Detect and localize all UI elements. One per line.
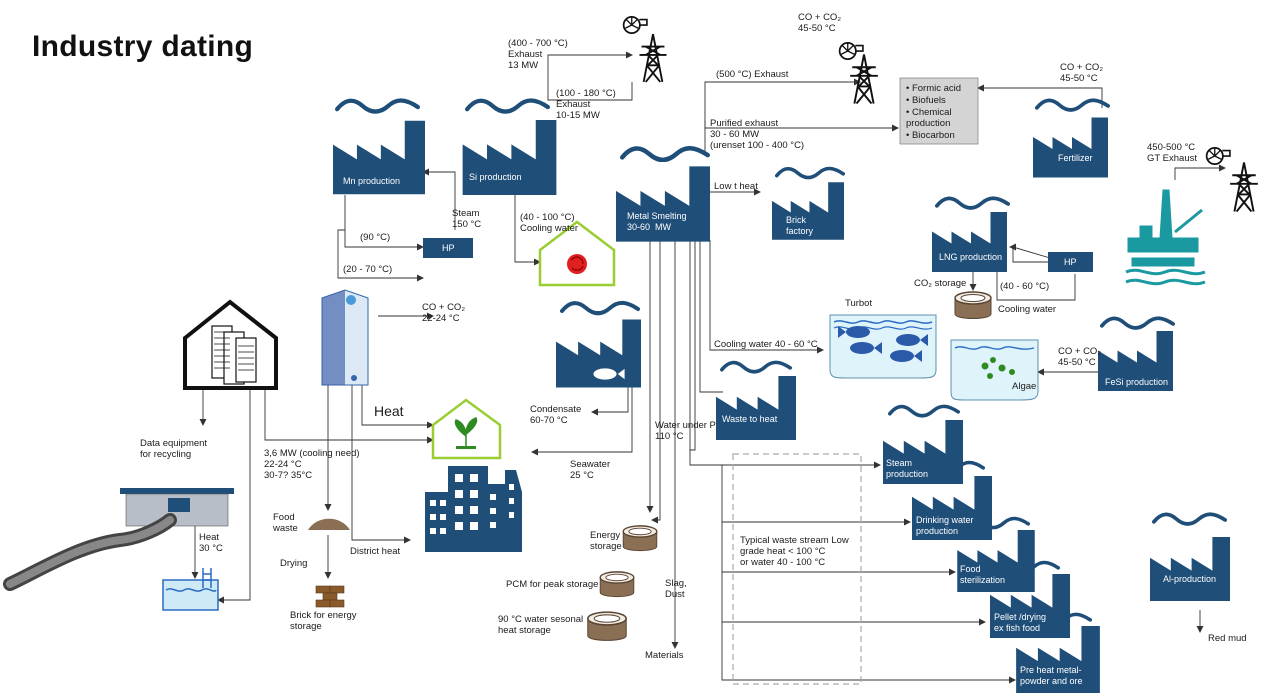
label-purified-exhaust: Purified exhaust 30 - 60 MW (urenset 100… — [710, 118, 805, 151]
label-co-co2-server: CO + CO₂ 22-24 °C — [422, 302, 466, 324]
label-steam-150: Steam 150 °C — [452, 208, 482, 230]
label-cooling-need: 3,6 MW (cooling need) 22-24 °C 30-7? 35°… — [264, 448, 360, 481]
factory-label-food-sterilization: Food sterilization — [960, 564, 1006, 585]
products-box — [899, 77, 979, 145]
label-exhaust-400: (400 - 700 °C) Exhaust 13 MW — [508, 38, 568, 71]
factory-label-brick: Brick factory — [786, 215, 814, 236]
factory-label-waste-to-heat: Waste to heat — [722, 414, 778, 424]
hp-label-mn: HP — [442, 243, 455, 253]
label-co2-storage: CO₂ storage — [914, 278, 967, 289]
label-exhaust-100: (100 - 180 °C) Exhaust 10-15 MW — [556, 88, 616, 121]
label-materials: Materials — [645, 650, 684, 661]
label-water-under-p: Water under P 110 °C — [655, 420, 716, 442]
label-seawater: Seawater 25 °C — [570, 459, 611, 481]
label-20-70c: (20 - 70 °C) — [343, 264, 393, 275]
label-typical-waste: Typical waste stream Low grade heat < 10… — [740, 535, 849, 568]
label-low-t-heat: Low t heat — [714, 181, 758, 192]
pool-icon — [162, 579, 219, 611]
label-pcm: PCM for peak storage — [506, 579, 599, 590]
product-item-chemical: • Chemical production — [906, 107, 952, 129]
label-red-mud: Red mud — [1208, 633, 1247, 644]
label-cooling-40-60: Cooling water 40 - 60 °C — [714, 339, 818, 350]
label-co-co2-fesi: CO + CO₂ 45-50 °C — [1058, 346, 1102, 368]
label-co-co2-fertilizer: CO + CO₂ 45-50 °C — [1060, 62, 1104, 84]
recycling-building-icon — [120, 488, 234, 494]
label-condensate: Condensate 60-70 °C — [530, 404, 582, 426]
factory-label-metal: Metal Smelting 30-60 MW — [627, 211, 687, 232]
factory-label-al: Al-production — [1163, 574, 1217, 584]
label-90c: (90 °C) — [360, 232, 391, 243]
factory-label-lng: LNG production — [939, 252, 1003, 262]
plant-icon — [454, 417, 478, 448]
factory-label-fesi: FeSi production — [1105, 377, 1169, 387]
waste-stream-dashed-box — [732, 453, 862, 685]
page-title: Industry dating — [32, 30, 254, 63]
factory-label-mn: Mn production — [343, 176, 401, 186]
brick-icon — [315, 585, 345, 608]
algae-tank — [950, 339, 1039, 401]
city-buildings-icon — [425, 466, 522, 552]
fish-tank — [829, 314, 937, 379]
greenhouse-rose — [538, 220, 616, 287]
label-seasonal: 90 °C water sesonal heat storage — [498, 614, 584, 636]
oil-platform-icon — [1125, 189, 1206, 286]
hp-box-mn — [423, 238, 473, 258]
label-energy-storage: Energy storage — [590, 530, 622, 552]
factory-label-si: Si production — [469, 172, 522, 182]
label-heat: Heat — [374, 403, 404, 419]
label-heat-30: Heat 30 °C — [199, 532, 223, 554]
label-drying: Drying — [280, 558, 308, 569]
factory-label-pellet: Pellet /drying ex fish food — [994, 612, 1047, 633]
label-data-equipment: Data equipment for recycling — [140, 438, 208, 460]
factory-label-steam: Steam production — [886, 458, 929, 479]
label-food-waste: Food waste — [273, 512, 298, 534]
label-40-60c: (40 - 60 °C) — [1000, 281, 1050, 292]
label-exhaust-500: (500 °C) Exhaust — [716, 69, 789, 80]
hp-label-lng: HP — [1064, 257, 1077, 267]
factory-label-drinking: Drinking water production — [916, 515, 974, 536]
label-co-co2-top: CO + CO₂ 45-50 °C — [798, 12, 842, 34]
food-waste-icon — [308, 518, 350, 530]
label-algae: Algae — [1012, 381, 1037, 392]
label-cooling-water: Cooling water — [998, 304, 1057, 315]
label-gt-exhaust: 450-500 °C GT Exhaust — [1147, 142, 1197, 164]
label-cooling-si: (40 - 100 °C) Cooling water — [520, 212, 579, 234]
hp-box-lng — [1048, 252, 1093, 272]
label-turbot: Turbot — [845, 298, 873, 309]
product-item-biocarbon: • Biocarbon — [906, 130, 955, 141]
factory-label-preheat: Pre heat metal- powder and ore — [1020, 665, 1083, 686]
label-district-heat: District heat — [350, 546, 401, 557]
label-slag: Slag, Dust — [665, 578, 687, 600]
factory-label-fertilizer: Fertilizer — [1058, 153, 1093, 163]
label-brick-energy: Brick for energy storage — [290, 610, 357, 632]
product-item-biofuels: • Biofuels — [906, 95, 946, 106]
product-item-formic: • Formic acid — [906, 83, 962, 94]
